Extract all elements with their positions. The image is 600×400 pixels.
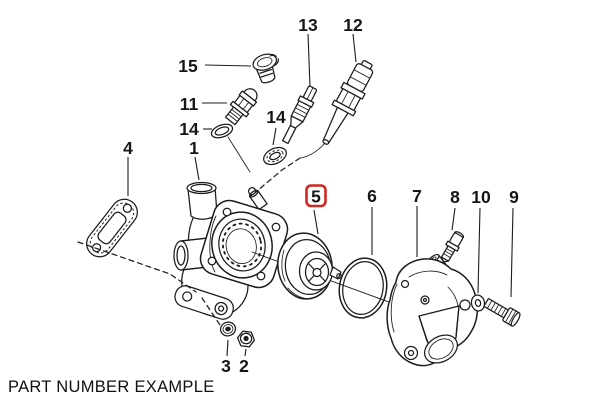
part-label-3: 3 [221, 356, 231, 376]
alignment-dashed-lines [77, 136, 301, 329]
thermostat-drawing [277, 232, 342, 300]
thermostat-housing-drawing [173, 181, 289, 320]
leader-line-8 [451, 207, 456, 231]
plug-drawing [252, 53, 280, 84]
part-label-7: 7 [412, 186, 422, 206]
leader-line-15 [204, 64, 252, 67]
part-number-labels: 15 11 14 4 1 13 12 14 6 7 8 10 9 3 2 [123, 15, 519, 376]
exploded-parts-artwork [77, 53, 521, 367]
small-washer-drawing [470, 294, 486, 312]
o-ring-drawing [338, 257, 388, 319]
leader-line-10 [477, 207, 481, 294]
part-label-11: 11 [180, 94, 199, 114]
leader-lines [127, 33, 514, 357]
part-label-4: 4 [123, 138, 133, 158]
part-label-12: 12 [343, 15, 363, 35]
leader-line-5 [313, 209, 319, 235]
part-label-15: 15 [178, 56, 198, 76]
part-label-14-middle: 14 [266, 107, 286, 127]
caption: PART NUMBER EXAMPLE [8, 378, 215, 396]
part-label-1: 1 [189, 138, 199, 158]
part-label-8: 8 [450, 187, 460, 207]
part-label-5: 5 [311, 187, 321, 207]
sensor-switch-drawing [224, 88, 258, 126]
small-o-ring-drawing [210, 123, 234, 139]
leader-line-2 [244, 348, 247, 357]
part-label-13: 13 [298, 15, 318, 35]
sensor-wire [300, 142, 326, 159]
part-label-14-left: 14 [179, 119, 199, 139]
nut-drawing [236, 330, 256, 348]
hex-bolt-drawing [483, 297, 521, 327]
temp-sensor-drawing [322, 60, 374, 145]
seal-ring-drawing [263, 146, 287, 166]
gasket-drawing [86, 198, 138, 258]
temp-switch-drawing [281, 85, 318, 145]
part-label-6: 6 [367, 186, 377, 206]
cover-drawing [386, 253, 479, 367]
washer-drawing [219, 321, 237, 337]
part-label-10: 10 [471, 187, 491, 207]
highlight-box [305, 184, 327, 208]
leader-line-1 [194, 156, 200, 181]
leader-line-14b [272, 127, 277, 146]
leader-line-9 [510, 207, 514, 298]
leader-line-3 [226, 339, 229, 357]
leader-line-12 [352, 33, 357, 63]
leader-line-13 [307, 33, 311, 88]
part-label-9: 9 [509, 187, 519, 207]
highlighted-part-label: 5 [305, 184, 327, 208]
bleed-screw-drawing [440, 231, 465, 263]
part-label-2: 2 [239, 356, 249, 376]
